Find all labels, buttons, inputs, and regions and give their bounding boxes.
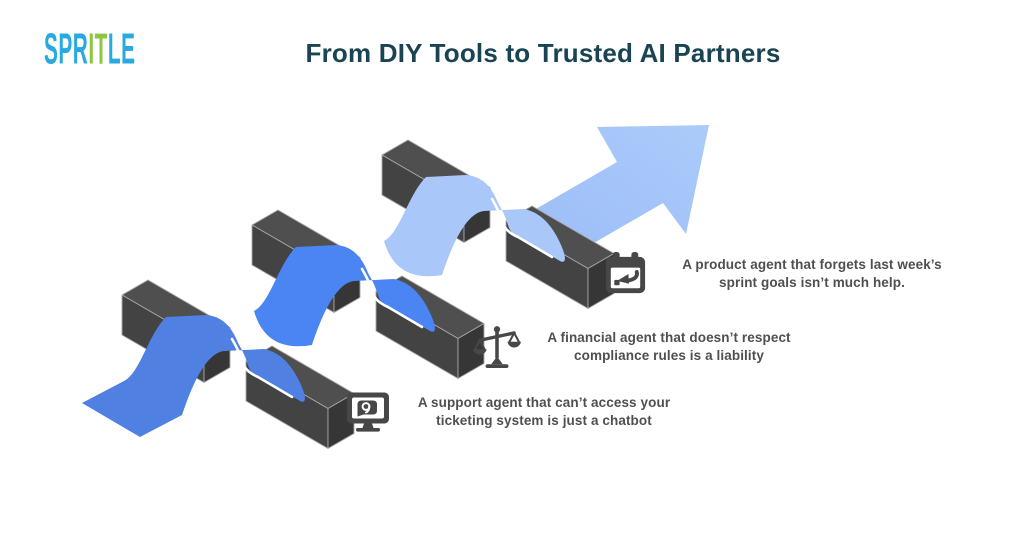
ribbon-fold-outline [230, 337, 294, 399]
logo-part: SPR [44, 25, 89, 74]
ribbon-segment-1 [82, 315, 305, 437]
page-title: From DIY Tools to Trusted AI Partners [305, 38, 781, 68]
spritle-logo: SPRITLE [44, 28, 135, 71]
calendar-icon [605, 251, 646, 294]
annotation-line: compliance rules is a liability [574, 348, 764, 363]
annotation-product-agent: A product agent that forgets last week’s… [602, 250, 962, 297]
logo-part: IT [88, 25, 108, 74]
annotation-line: A financial agent that doesn’t respect [547, 330, 791, 345]
logo-part: LE [107, 25, 136, 74]
annotation-line: ticketing system is just a chatbot [436, 413, 652, 428]
monitor-chat-icon [347, 392, 389, 432]
ribbon-segment-3 [384, 175, 565, 277]
ribbon-fold-outline [490, 197, 554, 259]
ribbon-segment-2 [254, 245, 435, 347]
annotation-line: sprint goals isn’t much help. [719, 274, 905, 290]
ribbon-fold-outline [360, 267, 424, 329]
scales-icon [473, 326, 521, 368]
annotation-line: A support agent that can’t access your [417, 395, 671, 410]
annotation-financial-agent: A financial agent that doesn’t respect c… [472, 322, 803, 372]
annotation-line: A product agent that forgets last week’s [682, 256, 942, 272]
growth-arrow [522, 125, 709, 251]
annotation-support-agent: A support agent that can’t access your t… [344, 388, 683, 436]
